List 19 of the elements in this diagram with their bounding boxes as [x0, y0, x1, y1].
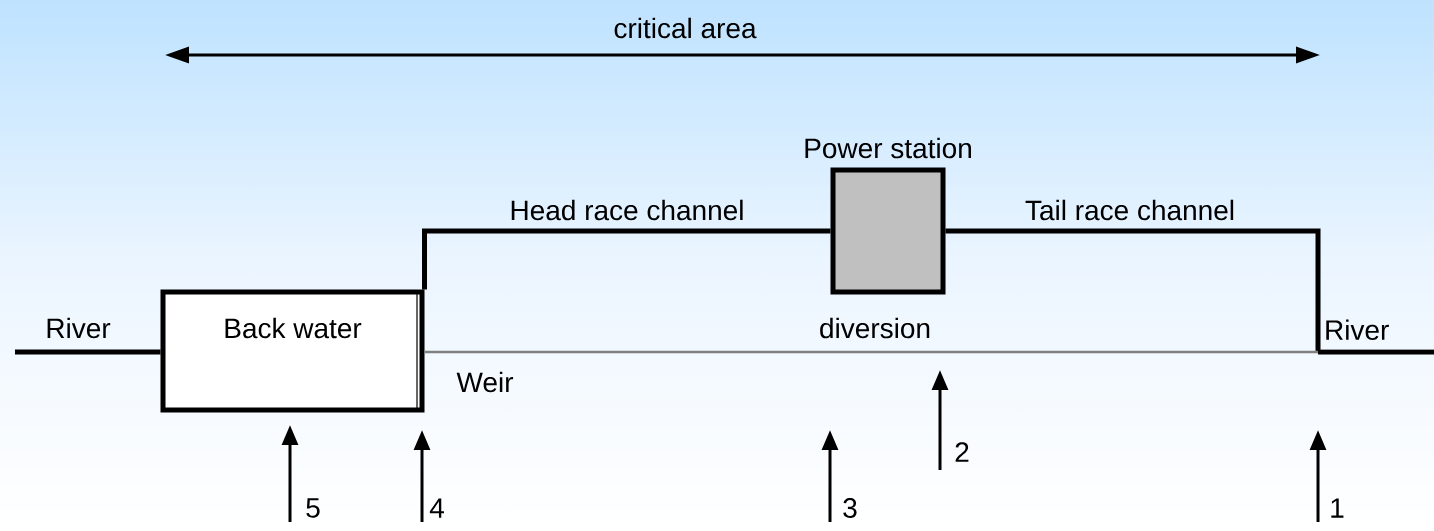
callout-number: 2	[955, 442, 969, 462]
river-label: River	[47, 317, 111, 339]
dimension-label: critical area	[614, 17, 757, 39]
river-label: River	[1326, 319, 1389, 340]
backwater-box: Back water	[160, 289, 425, 413]
edge-label: Head race channel	[511, 199, 743, 221]
channel-line	[422, 228, 831, 290]
channel-line	[424, 350, 1318, 354]
weir-label: Weir	[456, 371, 514, 393]
power-station-box: Power station	[805, 137, 971, 295]
channel-line	[945, 228, 1321, 352]
callout-number: 3	[843, 498, 857, 518]
callout-number: 5	[306, 498, 320, 518]
callout-number: 4	[429, 498, 444, 518]
callout-number: 1	[1331, 498, 1344, 518]
edge-label: diversion	[820, 317, 930, 339]
edge-label: Tail race channel	[1025, 199, 1234, 221]
channel-line	[15, 349, 161, 355]
node-label: Power station	[805, 137, 971, 159]
